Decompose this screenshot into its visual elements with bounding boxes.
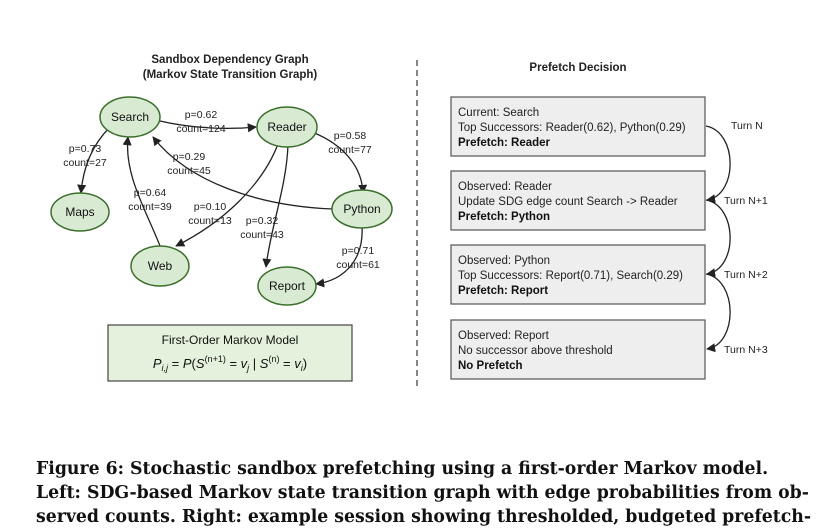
edge-reader-report <box>262 143 289 268</box>
caption-line2: Left: SDG-based Markov state transition … <box>36 483 809 503</box>
edge-labels: p=0.62 count=124 p=0.58 count=77 p=0.73 … <box>63 109 380 271</box>
edge-label-web-search-p: p=0.64 <box>134 187 167 199</box>
step-1: Current: Search Top Successors: Reader(0… <box>450 96 706 157</box>
step-4: Observed: Report No successor above thre… <box>450 319 706 380</box>
prefetch-title: Prefetch Decision <box>529 62 626 74</box>
edge-label-reader-python-p: p=0.58 <box>334 130 367 142</box>
edge-web-search <box>122 136 161 247</box>
markov-model-box: First-Order Markov Model Pi,j = P(S(n+1)… <box>107 324 353 382</box>
step-3-line2: Top Successors: Report(0.71), Search(0.2… <box>458 270 683 282</box>
edge-label-reader-report-p: p=0.32 <box>246 215 279 227</box>
node-report-label: Report <box>269 279 306 293</box>
node-report: Report <box>257 266 317 306</box>
edge-label-search-maps-p: p=0.73 <box>69 143 102 155</box>
markov-model-title: First-Order Markov Model <box>162 333 299 347</box>
arc-step1-step2 <box>705 125 731 204</box>
edge-label-python-report-p: p=0.71 <box>342 245 375 257</box>
figure-canvas: Sandbox Dependency Graph (Markov State T… <box>50 54 768 388</box>
edge-search-reader <box>159 120 257 133</box>
edge-reader-python <box>311 131 368 194</box>
edge-python-report <box>315 225 363 288</box>
edge-label-search-reader-count: count=124 <box>176 123 225 135</box>
prefetch-steps: Current: Search Top Successors: Reader(0… <box>450 96 706 380</box>
node-reader: Reader <box>256 106 318 148</box>
graph-nodes: Search Reader Maps Python Web Report <box>50 96 393 306</box>
edge-label-reader-web-p: p=0.10 <box>194 201 227 213</box>
edge-label-reader-python-count: count=77 <box>328 144 372 156</box>
step-1-line1: Current: Search <box>458 107 539 119</box>
turn-arcs <box>705 125 731 353</box>
graph-edges <box>77 120 368 288</box>
node-maps-label: Maps <box>65 205 94 219</box>
turn-labels: Turn N Turn N+1 Turn N+2 Turn N+3 <box>724 120 768 356</box>
edge-reader-web <box>175 143 279 247</box>
step-2-line2: Update SDG edge count Search -> Reader <box>458 196 678 208</box>
node-python-label: Python <box>343 202 380 216</box>
turn-label-2: Turn N+1 <box>724 195 768 207</box>
node-python: Python <box>331 189 393 229</box>
step-1-line2: Top Successors: Reader(0.62), Python(0.2… <box>458 122 686 134</box>
node-search-label: Search <box>111 110 149 124</box>
node-web-label: Web <box>148 259 173 273</box>
node-search: Search <box>99 96 161 138</box>
arc-step2-step3 <box>705 199 731 278</box>
step-2-line1: Observed: Reader <box>458 181 552 193</box>
node-reader-label: Reader <box>267 120 306 134</box>
turn-label-1: Turn N <box>731 120 763 132</box>
step-3-line3: Prefetch: Report <box>458 285 548 297</box>
edge-label-search-maps-count: count=27 <box>63 157 107 169</box>
figure-caption: Figure 6: Stochastic sandbox prefetching… <box>36 457 816 529</box>
edge-search-maps <box>77 126 111 194</box>
edge-label-reader-report-count: count=43 <box>240 229 284 241</box>
edge-label-python-search-count: count=45 <box>167 165 211 177</box>
edge-label-search-reader-p: p=0.62 <box>185 109 218 121</box>
step-4-line2: No successor above threshold <box>458 345 613 357</box>
step-3-line1: Observed: Python <box>458 255 550 267</box>
step-4-line3: No Prefetch <box>458 360 523 372</box>
edge-label-python-search-p: p=0.29 <box>173 151 206 163</box>
step-3: Observed: Python Top Successors: Report(… <box>450 244 706 305</box>
node-maps: Maps <box>50 192 110 232</box>
graph-title-line1: Sandbox Dependency Graph <box>151 54 308 66</box>
caption-line1: Figure 6: Stochastic sandbox prefetching… <box>36 459 769 479</box>
step-1-line3: Prefetch: Reader <box>458 137 551 149</box>
edge-label-web-search-count: count=39 <box>128 201 172 213</box>
step-2: Observed: Reader Update SDG edge count S… <box>450 170 706 231</box>
turn-label-4: Turn N+3 <box>724 344 768 356</box>
edge-label-reader-web-count: count=13 <box>188 215 232 227</box>
step-2-line3: Prefetch: Python <box>458 211 550 223</box>
caption-line3: served counts. Right: example session sh… <box>36 507 812 527</box>
node-web: Web <box>130 245 190 287</box>
graph-title-line2: (Markov State Transition Graph) <box>143 69 318 81</box>
arc-step3-step4 <box>705 273 731 353</box>
markov-model-formula: Pi,j = P(S(n+1) = vj | S(n) = vi) <box>153 354 307 373</box>
edge-python-search <box>152 136 334 210</box>
turn-label-3: Turn N+2 <box>724 269 768 281</box>
step-4-line1: Observed: Report <box>458 330 550 342</box>
edge-label-python-report-count: count=61 <box>336 259 380 271</box>
